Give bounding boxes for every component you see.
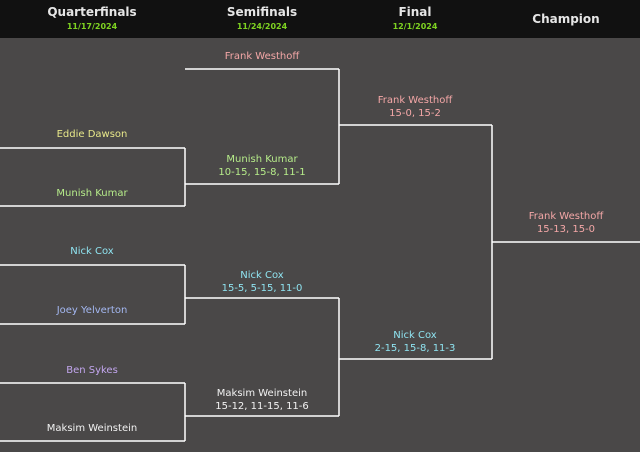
qf-slot-munish-kumar: Munish Kumar	[12, 188, 172, 200]
round-name: Final	[398, 5, 432, 19]
player-name: Eddie Dawson	[56, 129, 128, 140]
champion-heading: Champion	[532, 12, 600, 26]
round-header-quarterfinals: Quarterfinals 11/17/2024	[12, 0, 172, 32]
round-header-champion: Champion	[486, 0, 640, 26]
player-name: Frank Westhoff	[528, 211, 604, 222]
round-date: 11/24/2024	[236, 22, 288, 31]
match-score: 15-5, 5-15, 11-0	[221, 283, 303, 294]
match-score: 15-12, 11-15, 11-6	[215, 401, 309, 412]
player-name: Munish Kumar	[56, 188, 128, 199]
qf-slot-joey-yelverton: Joey Yelverton	[12, 305, 172, 317]
player-name: Nick Cox	[393, 330, 437, 341]
qf-slot-nick-cox: Nick Cox	[12, 246, 172, 258]
round-header-semifinals: Semifinals 11/24/2024	[182, 0, 342, 32]
qf-slot-eddie-dawson: Eddie Dawson	[12, 129, 172, 141]
player-name: Maksim Weinstein	[216, 388, 308, 399]
player-name: Nick Cox	[70, 246, 114, 257]
match-score: 2-15, 15-8, 11-3	[374, 343, 456, 354]
player-name: Munish Kumar	[226, 154, 298, 165]
match-score: 15-13, 15-0	[536, 224, 596, 235]
champion-slot: Frank Westhoff 15-13, 15-0	[486, 211, 640, 236]
player-name: Maksim Weinstein	[46, 423, 138, 434]
final-slot-nick-cox: Nick Cox 2-15, 15-8, 11-3	[335, 330, 495, 355]
round-name: Quarterfinals	[47, 5, 137, 19]
sf-slot-munish-kumar: Munish Kumar 10-15, 15-8, 11-1	[182, 154, 342, 179]
player-name: Frank Westhoff	[224, 51, 300, 62]
final-slot-frank-westhoff: Frank Westhoff 15-0, 15-2	[335, 95, 495, 120]
player-name: Ben Sykes	[66, 365, 118, 376]
qf-slot-ben-sykes: Ben Sykes	[12, 365, 172, 377]
round-date: 12/1/2024	[392, 22, 438, 31]
round-name: Semifinals	[226, 5, 298, 19]
player-name: Frank Westhoff	[377, 95, 453, 106]
round-date: 11/17/2024	[66, 22, 118, 31]
sf-slot-maksim-weinstein: Maksim Weinstein 15-12, 11-15, 11-6	[182, 388, 342, 413]
sf-slot-frank-westhoff: Frank Westhoff	[182, 51, 342, 63]
sf-slot-nick-cox: Nick Cox 15-5, 5-15, 11-0	[182, 270, 342, 295]
match-score: 10-15, 15-8, 11-1	[218, 167, 306, 178]
player-name: Nick Cox	[240, 270, 284, 281]
bracket-header: Quarterfinals 11/17/2024 Semifinals 11/2…	[0, 0, 640, 38]
qf-slot-maksim-weinstein: Maksim Weinstein	[12, 423, 172, 435]
player-name: Joey Yelverton	[56, 305, 128, 316]
match-score: 15-0, 15-2	[389, 108, 441, 119]
round-header-final: Final 12/1/2024	[335, 0, 495, 32]
